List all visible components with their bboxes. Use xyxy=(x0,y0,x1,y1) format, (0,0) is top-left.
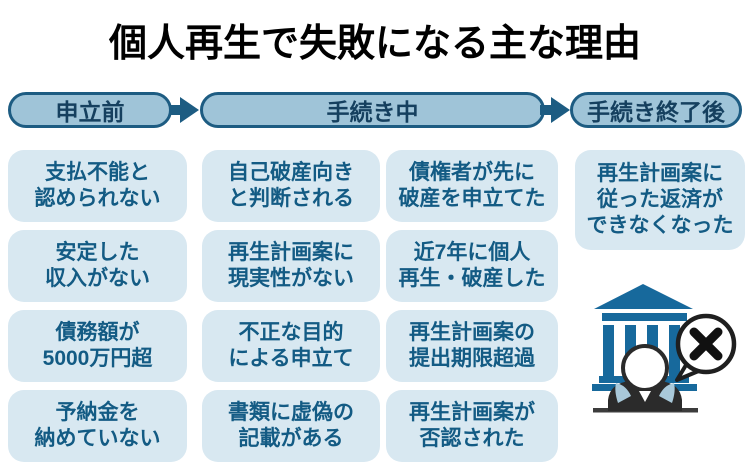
reason-box: 書類に虚偽の 記載がある xyxy=(202,390,380,462)
arrow-right-icon xyxy=(169,97,199,123)
stage-pill-after-procedure: 手続き終了後 xyxy=(570,92,742,128)
reason-box: 再生計画案が 否認された xyxy=(386,390,558,462)
x-mark-speech-bubble-icon xyxy=(675,313,737,382)
reason-box: 安定した 収入がない xyxy=(8,230,187,302)
stage-pill-during-procedure: 手続き中 xyxy=(200,92,545,128)
reason-box: 近7年に個人 再生・破産した xyxy=(386,230,558,302)
reason-box: 再生計画案に 従った返済が できなくなった xyxy=(575,150,745,250)
reason-box: 再生計画案の 提出期限超過 xyxy=(386,310,558,382)
reason-box: 支払不能と 認められない xyxy=(8,150,187,222)
stage-label: 手続き中 xyxy=(326,99,419,125)
reason-box: 債権者が先に 破産を申立てた xyxy=(386,150,558,222)
reason-box: 自己破産向き と判断される xyxy=(202,150,380,222)
person-icon xyxy=(608,344,682,411)
reason-box: 債務額が 5000万円超 xyxy=(8,310,187,382)
reason-box: 不正な目的 による申立て xyxy=(202,310,380,382)
rejection-illustration xyxy=(592,284,737,413)
arrow-right-icon xyxy=(540,97,570,123)
reason-box: 予納金を 納めていない xyxy=(8,390,187,462)
stage-label: 手続き終了後 xyxy=(587,99,725,125)
reason-box: 再生計画案に 現実性がない xyxy=(202,230,380,302)
stage-label: 申立前 xyxy=(55,99,125,125)
page-title: 個人再生で失敗になる主な理由 xyxy=(108,23,641,65)
stage-pill-before-filing: 申立前 xyxy=(8,92,172,128)
